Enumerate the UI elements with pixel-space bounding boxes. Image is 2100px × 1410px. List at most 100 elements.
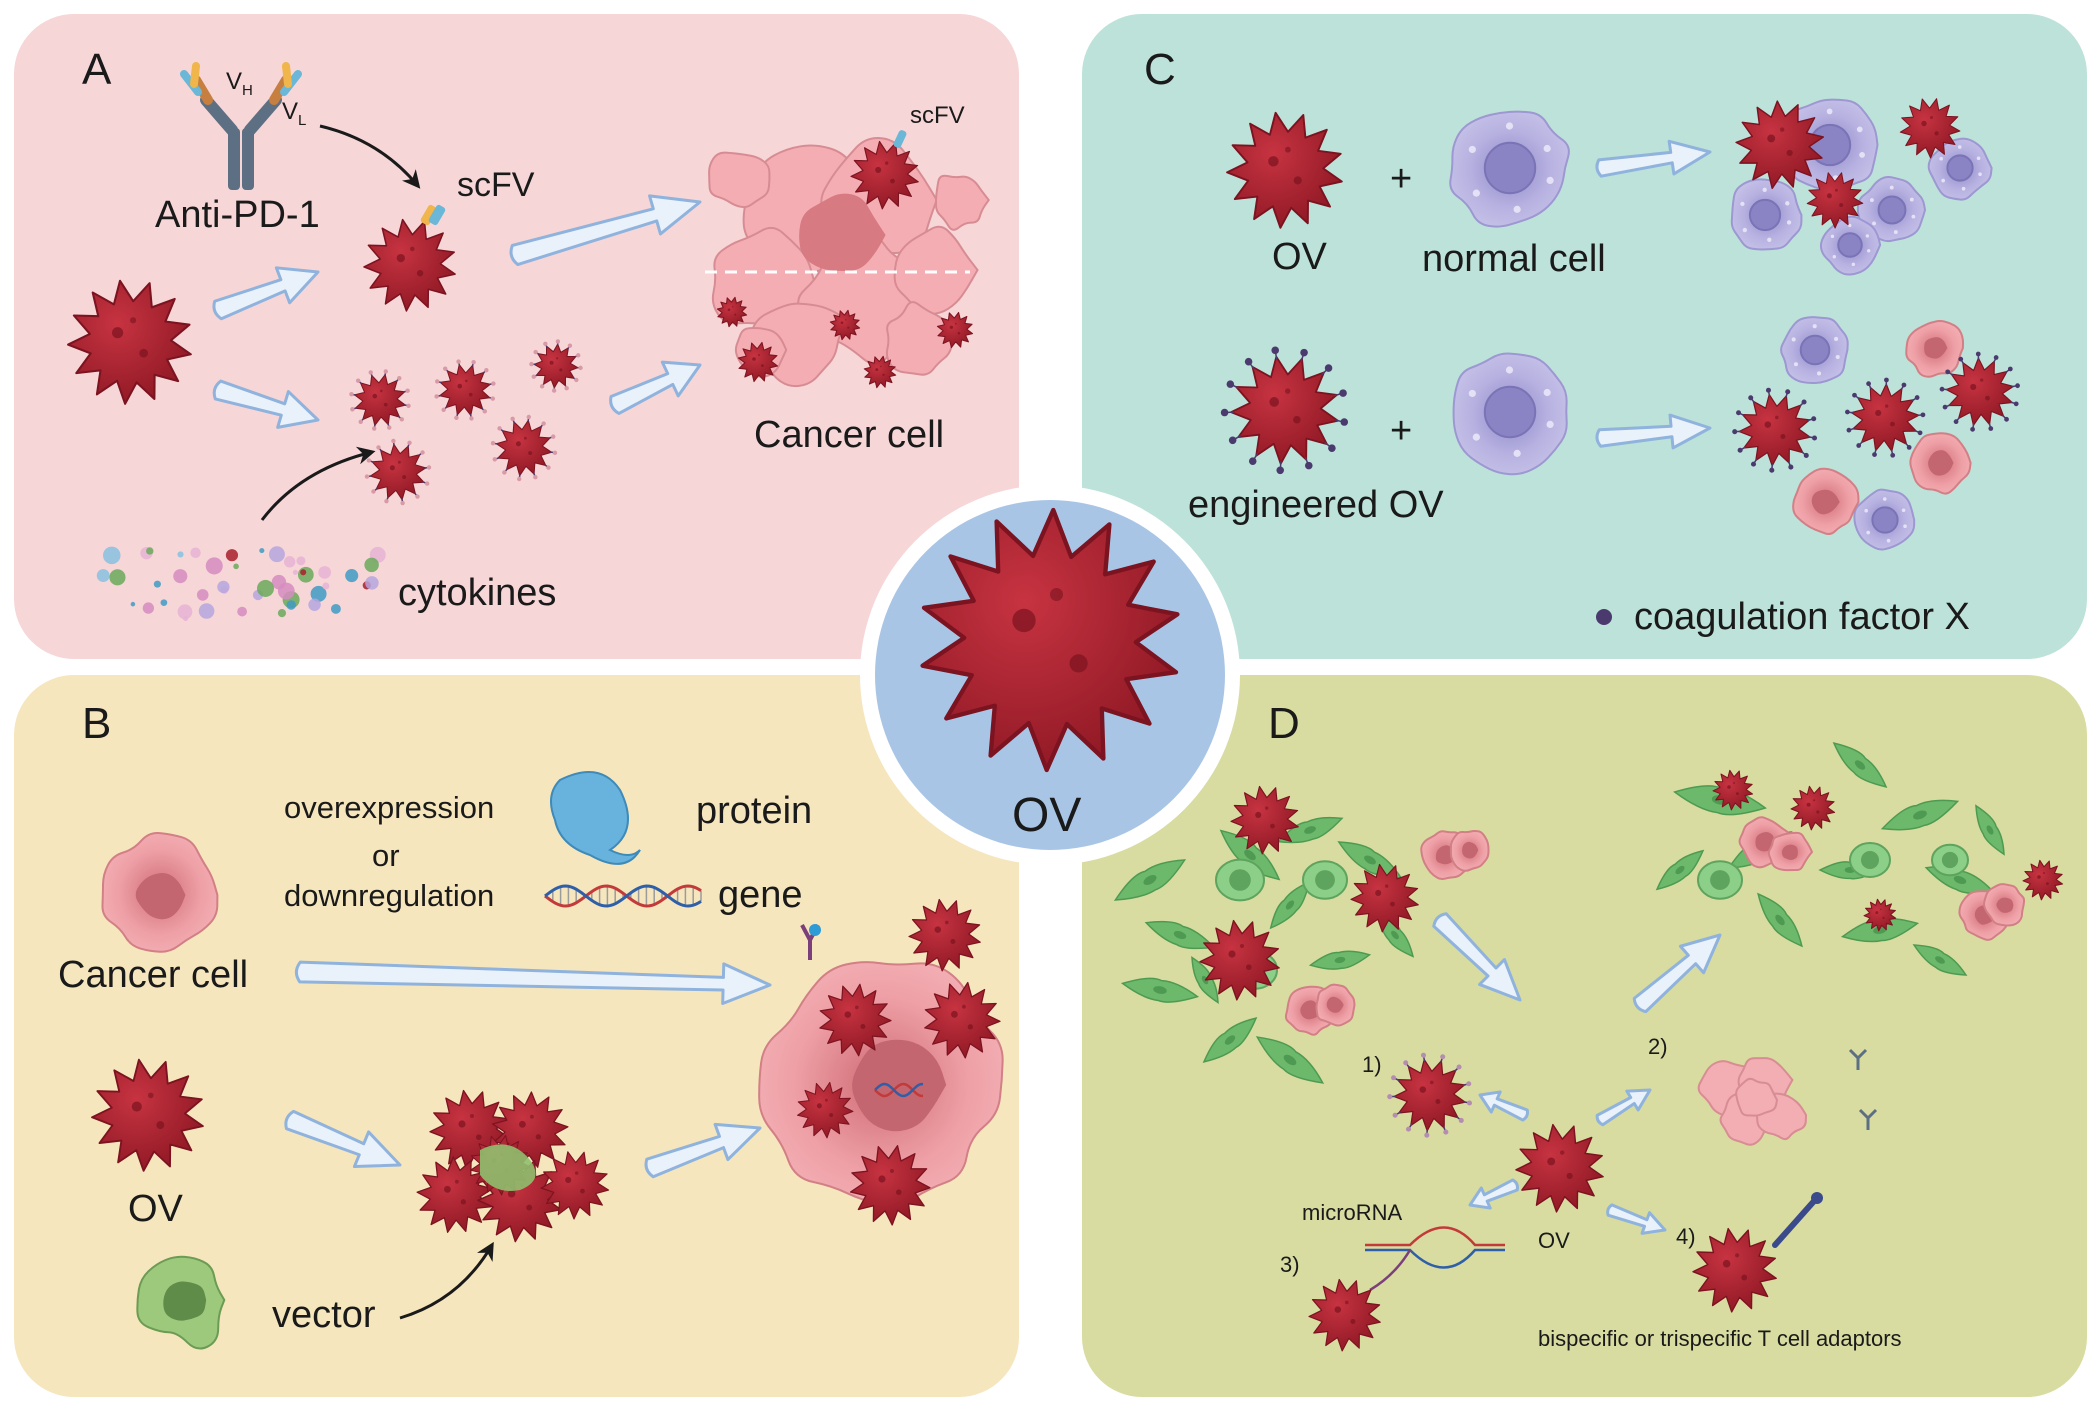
center-ov-label: OV — [1012, 789, 1082, 842]
normal-cell-label: normal cell — [1422, 238, 1606, 280]
tumor-blob — [934, 174, 990, 231]
ov-virus-d — [1515, 1123, 1604, 1213]
coagulation-factor-legend-dot — [1596, 609, 1612, 625]
ov-label-c: OV — [1272, 236, 1327, 278]
cancer-cell-nucleus — [1462, 841, 1479, 859]
virus-step-3 — [1308, 1278, 1381, 1352]
cancer-cell-result — [1909, 432, 1972, 495]
scfv-virus — [363, 218, 456, 312]
arrow-b-long — [294, 960, 772, 1005]
infecting-virus-a — [716, 296, 748, 328]
cancer-cell-nucleus — [1996, 897, 2014, 913]
stromal-cell-d — [1120, 977, 1200, 1003]
normal-cell-c-2 — [1452, 352, 1568, 476]
vl-subscript: L — [298, 112, 307, 129]
ov-virus-b — [91, 1058, 204, 1172]
cancer-cell-nucleus — [1924, 337, 1948, 359]
adaptors-label: bispecific or trispecific T cell adaptor… — [1538, 1326, 1902, 1351]
cancer-cell-nucleus — [1781, 844, 1798, 860]
infecting-virus-a — [863, 355, 897, 389]
stromal-cell-d — [1832, 742, 1888, 788]
arrow-d-down — [1432, 912, 1522, 1002]
tumor-cell — [1735, 1077, 1779, 1117]
arrow-a-to-cancer-lower — [609, 360, 702, 415]
arrow-c-lower — [1595, 413, 1712, 450]
tumor-blob — [885, 301, 954, 376]
scfv-fragment-2 — [428, 204, 446, 226]
tumor-blob — [893, 225, 979, 315]
virus-in-cell-b — [797, 1081, 854, 1139]
stromal-cell-d — [1113, 859, 1187, 901]
ov-source-virus-a — [67, 279, 192, 405]
cytokine-armed-virus — [490, 414, 558, 482]
stromal-cell-d — [1202, 1017, 1258, 1063]
engineered-virus-result — [1845, 377, 1926, 458]
vh-label: VH — [226, 68, 253, 99]
vector-arrow — [399, 1241, 494, 1320]
arrow-d-up — [1632, 933, 1722, 1014]
overexpression-label: overexpression — [284, 790, 495, 825]
adaptor-icon — [1772, 1197, 1818, 1248]
panel-b-letter: B — [82, 699, 112, 748]
central-ov-virus — [920, 507, 1180, 773]
cytokine-arrow — [260, 446, 376, 521]
cancer-cell-result — [1792, 467, 1860, 535]
virus-result-c — [1806, 172, 1864, 229]
antibody-icon — [180, 62, 302, 190]
cancer-cell-result — [1905, 320, 1965, 378]
ov-label-d: OV — [1538, 1228, 1570, 1253]
panel-a-letter: A — [82, 45, 112, 94]
panel-b-background — [14, 675, 1019, 1397]
ligand-dot — [809, 924, 821, 936]
tumor-cluster-step-2 — [1697, 1057, 1808, 1146]
arrow-a-lower — [212, 379, 320, 429]
stromal-cell-d — [1308, 950, 1372, 970]
virus-d-field — [1790, 785, 1836, 831]
virus-cluster-b — [540, 1151, 610, 1220]
or-label: or — [372, 838, 400, 873]
cytokines-label: cytokines — [398, 572, 557, 614]
step-1-label: 1) — [1362, 1052, 1382, 1077]
cytokine-armed-virus — [529, 339, 583, 393]
cancer-cell-d — [1983, 883, 2026, 927]
cancer-cell-nucleus — [1928, 450, 1954, 476]
antibody-small-icon — [1858, 1108, 1878, 1130]
step-3-label: 3) — [1280, 1252, 1300, 1277]
stromal-cell-d — [1912, 944, 1968, 976]
step-4-label: 4) — [1676, 1224, 1696, 1249]
arrow-b-to-target — [644, 1122, 762, 1179]
stromal-cell-d — [1655, 849, 1705, 891]
scfv-label: scFV — [457, 166, 535, 204]
ov-virus-c — [1226, 111, 1343, 229]
cytokine-particles — [96, 546, 386, 622]
panel-d-background — [1082, 675, 2087, 1397]
cancer-cell-b — [101, 831, 219, 953]
normal-cell-result — [1853, 488, 1916, 551]
vector-in-cluster — [480, 1144, 536, 1191]
arrow-b-to-mix — [284, 1109, 402, 1169]
arrow-a-upper — [212, 266, 320, 321]
antibody-small-icon — [1848, 1048, 1868, 1070]
scfv-fragment-small — [893, 130, 907, 148]
vl-label: VL — [282, 100, 306, 129]
vh-text: V — [226, 68, 243, 95]
virus-d-field — [1712, 769, 1754, 811]
virus-result-c — [1899, 98, 1961, 159]
cancer-cell-nucleus — [1326, 996, 1344, 1013]
cancer-cell-nucleus — [135, 872, 186, 920]
stromal-cell-d — [1757, 892, 1803, 948]
normal-cell-result — [1780, 316, 1849, 385]
infecting-virus-a — [737, 341, 779, 383]
downregulation-label: downregulation — [284, 878, 495, 913]
plus-1: + — [1390, 158, 1413, 200]
coagulation-legend-label: coagulation factor X — [1634, 596, 1970, 638]
cancer-cell-label-a: Cancer cell — [754, 414, 945, 456]
cancer-cell-nucleus — [1300, 1000, 1321, 1020]
vh-subscript: H — [242, 82, 253, 99]
cancer-cell-d — [1315, 983, 1356, 1027]
stromal-cell-d — [1880, 799, 1960, 831]
virus-d-field — [1199, 919, 1280, 1001]
scfv-fragment — [420, 204, 438, 226]
arrow-d-2 — [1595, 1088, 1652, 1127]
panel-d-letter: D — [1268, 699, 1300, 748]
